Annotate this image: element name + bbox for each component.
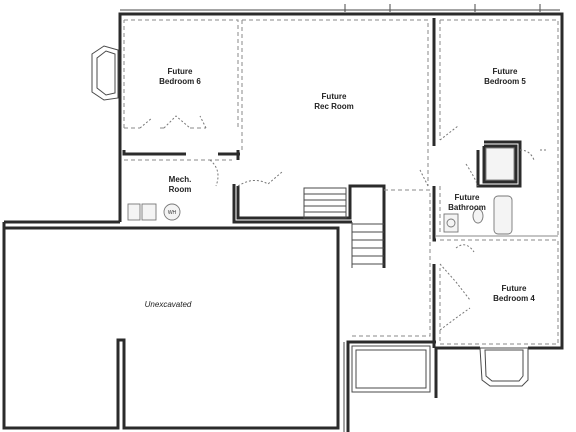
room-label-mech-line1: Mech. — [169, 175, 192, 184]
stairs — [303, 187, 384, 268]
interior-walls — [122, 18, 522, 348]
bathtub — [493, 195, 513, 235]
room-label-bedroom6-line1: Future — [168, 67, 193, 76]
furnace — [127, 203, 141, 221]
water-heater-label: WH — [168, 210, 177, 216]
room-label-bedroom5-line2: Bedroom 5 — [484, 77, 526, 86]
bathroom-fixtures — [443, 147, 515, 235]
room-label-bathroom-line2: Bathroom — [448, 203, 486, 212]
room-label-bedroom6-line2: Bedroom 6 — [159, 77, 201, 86]
top-edge-marks — [120, 4, 560, 12]
area-label-unexcavated: Unexcavated — [145, 300, 192, 309]
door-swings — [139, 115, 548, 331]
mech-unit — [141, 203, 157, 221]
sink — [446, 218, 456, 228]
water-heater — [163, 203, 181, 221]
room-label-bedroom4-line2: Bedroom 4 — [493, 294, 535, 303]
window-well — [351, 345, 431, 393]
window-bay-west — [91, 45, 119, 101]
room-label-mech-line2: Room — [169, 185, 192, 194]
room-label-rec-room-line2: Rec Room — [314, 102, 354, 111]
room-label-bathroom-line1: Future — [455, 193, 480, 202]
exterior-walls — [2, 12, 564, 432]
room-label-bedroom5-line1: Future — [493, 67, 518, 76]
mech-fixtures: WH — [127, 203, 181, 221]
window-bay-south — [479, 347, 529, 387]
room-label-bedroom4-line1: Future — [502, 284, 527, 293]
future-walls-dashed — [123, 19, 559, 345]
toilet — [472, 208, 484, 224]
room-label-rec-room-line1: Future — [322, 92, 347, 101]
shower-stall — [485, 147, 515, 181]
